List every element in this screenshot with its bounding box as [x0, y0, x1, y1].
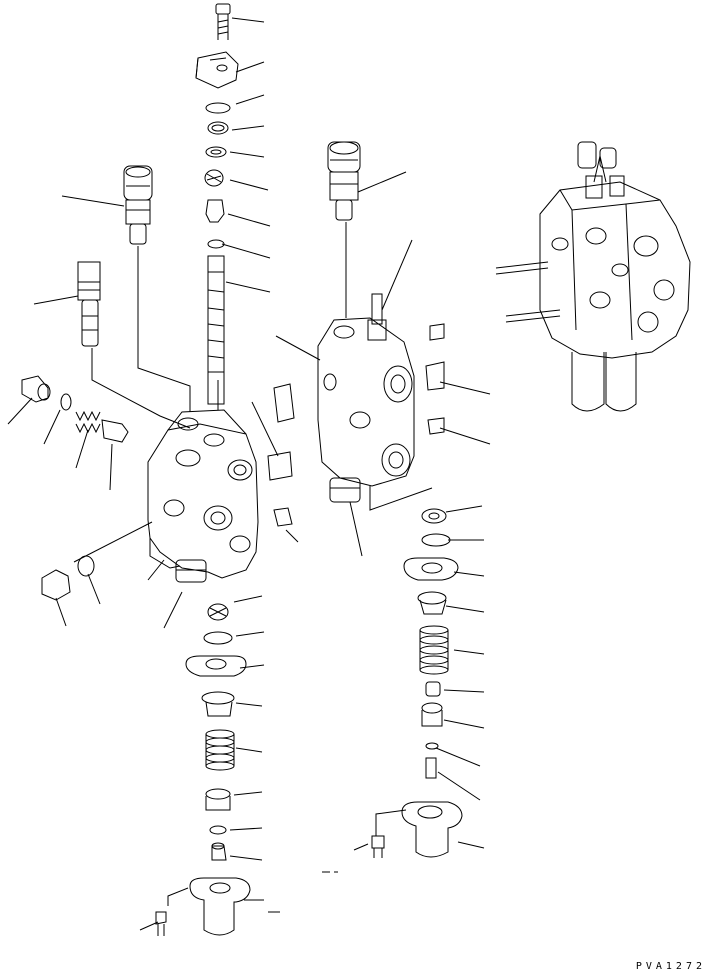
center-column-parts: [156, 4, 250, 936]
drawing-code: PVA1272: [635, 961, 706, 972]
right-valve-section: [318, 142, 462, 858]
assembled-valve: [496, 142, 690, 411]
left-valve-section: [22, 166, 258, 600]
leader-lines: [8, 18, 490, 930]
gaskets: [268, 324, 444, 526]
